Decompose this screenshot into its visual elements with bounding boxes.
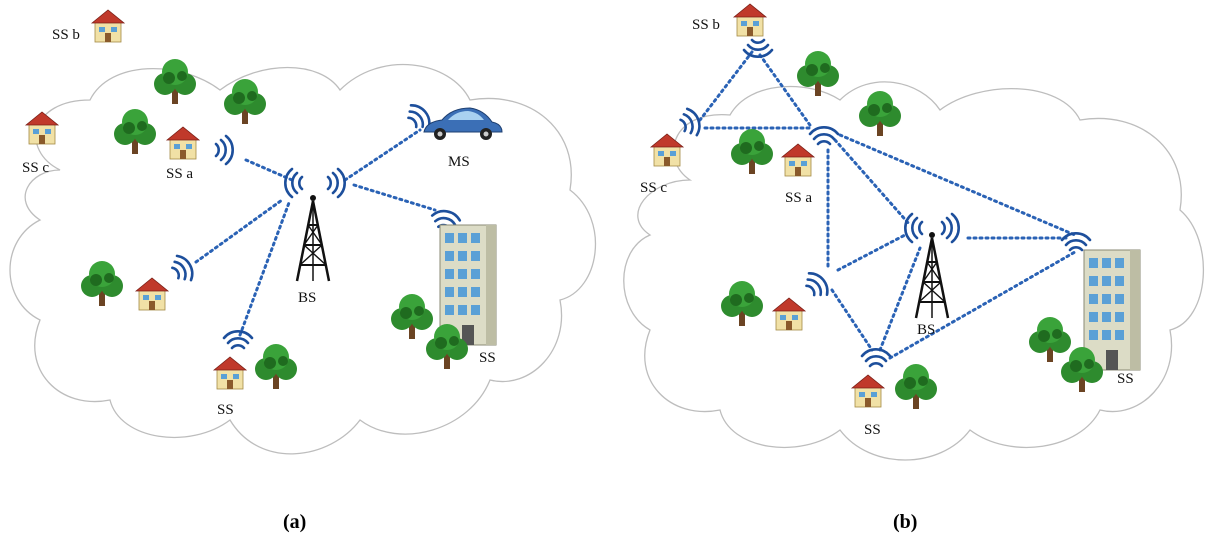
wireless-signal-icon xyxy=(742,38,774,58)
caption-b: (b) xyxy=(893,511,917,533)
label-ss-building: SS xyxy=(1117,371,1134,387)
cloud-b xyxy=(623,81,1205,461)
house-icon xyxy=(91,9,125,43)
house-icon xyxy=(733,3,767,37)
label-ss-b: SS b xyxy=(692,17,720,33)
label-bs: BS xyxy=(917,322,935,338)
caption-a: (a) xyxy=(283,511,306,533)
label-ms: MS xyxy=(448,154,470,170)
links-a xyxy=(194,128,437,337)
label-ss-c: SS c xyxy=(640,180,667,196)
label-bs: BS xyxy=(298,290,316,306)
label-ss-a: SS a xyxy=(166,166,193,182)
panel-a: SS b SS c SS a MS BS SS SS (a) xyxy=(9,9,597,533)
label-ss-b: SS b xyxy=(52,27,80,43)
label-ss-bottom: SS xyxy=(864,422,881,438)
links-b xyxy=(698,50,1077,360)
cloud-a xyxy=(9,63,597,455)
office-building-icon xyxy=(1083,249,1141,371)
label-ss-bottom: SS xyxy=(217,402,234,418)
label-ss-building: SS xyxy=(479,350,496,366)
label-ss-c: SS c xyxy=(22,160,49,176)
panel-b: SS b SS c SS a BS SS SS (b) xyxy=(623,3,1205,533)
label-ss-a: SS a xyxy=(785,190,812,206)
